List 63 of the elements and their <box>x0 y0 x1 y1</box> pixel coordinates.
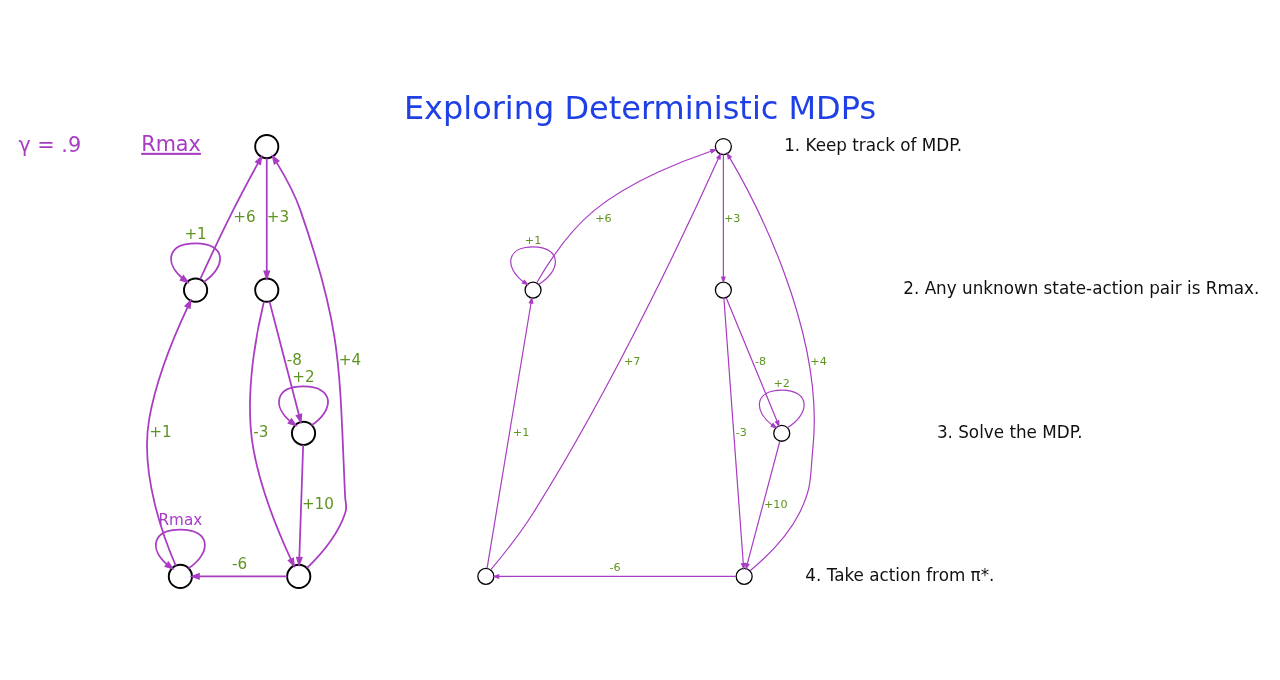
arrow <box>199 154 263 280</box>
arrow <box>170 241 221 284</box>
edge-label: -3 <box>735 425 747 439</box>
arrow <box>486 295 534 569</box>
arrow <box>492 573 737 579</box>
edge-label: +10 <box>763 497 788 511</box>
label: 4. Take action from π*. <box>805 564 995 585</box>
node-circle <box>524 281 542 299</box>
node-circle <box>714 137 732 155</box>
edge-label: -8 <box>754 354 767 368</box>
arrow <box>278 385 329 427</box>
node-circle <box>735 567 753 585</box>
edge-label: -3 <box>253 422 269 441</box>
edge-label: +4 <box>338 350 362 369</box>
node-circle <box>477 567 495 585</box>
edge-label: +1 <box>512 425 530 439</box>
arrow <box>726 151 815 571</box>
edge-label: +3 <box>266 207 290 226</box>
arrow <box>536 148 718 283</box>
edge-label: +1 <box>184 224 207 243</box>
node-circle <box>183 277 209 303</box>
label: 1. Keep track of MDP. <box>784 134 963 155</box>
arrow <box>155 528 206 570</box>
node-circle <box>167 563 193 589</box>
label: 2. Any unknown state-action pair is Rmax. <box>903 277 1260 298</box>
arrow <box>146 297 192 567</box>
label: 3. Solve the MDP. <box>936 421 1083 441</box>
arrow <box>268 300 303 424</box>
node-circle <box>291 420 317 446</box>
edge-label: +4 <box>810 354 827 368</box>
arrow <box>725 296 780 427</box>
edge-label: +10 <box>301 494 334 513</box>
arrow <box>249 300 295 568</box>
node-circle <box>254 277 280 303</box>
edge-label: -8 <box>286 350 302 369</box>
node-circle <box>286 563 312 589</box>
edge-label: +7 <box>623 354 641 368</box>
edge-label: -6 <box>231 554 248 573</box>
edge-label: +3 <box>723 211 741 225</box>
arrow <box>490 151 722 570</box>
arrow <box>263 156 271 281</box>
arrow <box>720 153 726 284</box>
arrow <box>189 572 288 580</box>
edge-label: +2 <box>773 376 790 390</box>
node-circle <box>714 281 732 299</box>
diagram-title: Exploring Deterministic MDPs <box>403 88 877 127</box>
edge-label: Rmax <box>158 510 203 529</box>
arrow <box>510 245 556 286</box>
arrow <box>723 297 746 570</box>
edge-label: +6 <box>233 207 256 226</box>
edge-label: +1 <box>524 233 542 247</box>
arrow <box>295 443 305 567</box>
edge-label: +1 <box>149 422 172 441</box>
arrow <box>758 388 805 429</box>
node-circle <box>773 424 791 442</box>
arrow <box>271 153 348 569</box>
edge-label: +2 <box>292 367 315 386</box>
edge-label: -6 <box>609 560 621 574</box>
label: Rmax <box>141 131 201 156</box>
node-circle <box>254 133 280 159</box>
arrow <box>744 440 781 570</box>
edge-label: +6 <box>595 211 612 225</box>
label: γ = .9 <box>18 132 82 157</box>
